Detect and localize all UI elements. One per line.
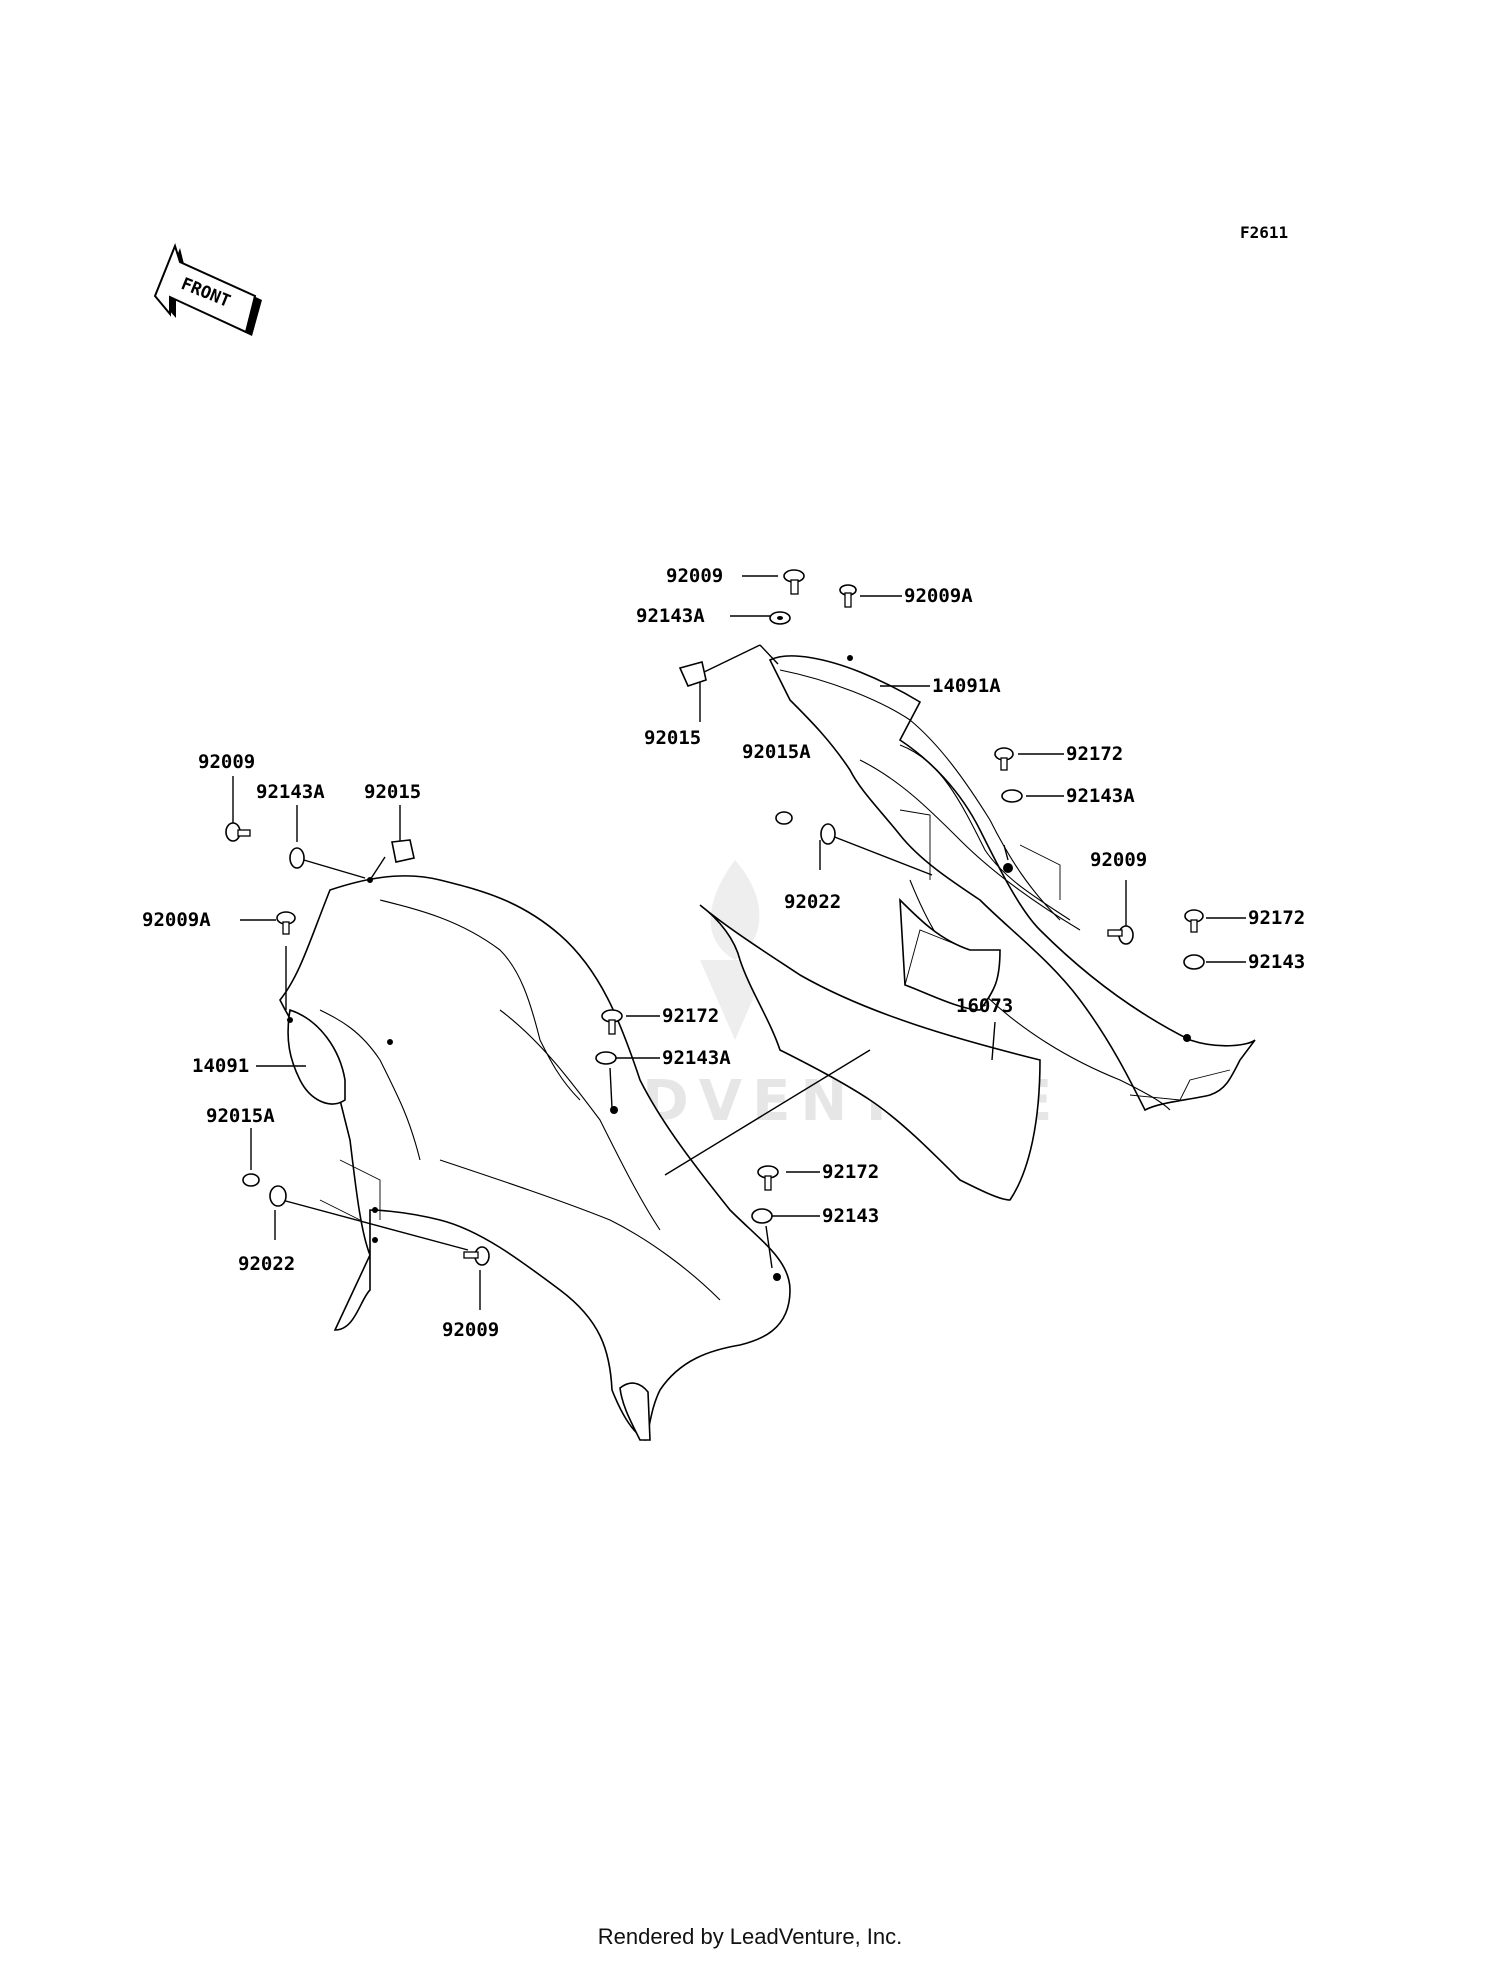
washer-icon [1183,954,1205,970]
part-label: 92172 [1066,743,1123,765]
part-label: 92015 [644,727,701,749]
front-arrow-icon: FRONT [153,243,262,336]
panel-16073 [699,904,1041,1201]
washer-icon [1001,789,1023,803]
part-label: 92009 [666,565,723,587]
washer-icon [595,1051,617,1065]
cover-14091 [279,875,791,1442]
part-label: 14091A [932,675,1001,697]
part-label: 92143 [822,1205,879,1227]
part-label: 92009 [442,1319,499,1341]
screw-icon [1184,909,1204,933]
part-label: 92143 [1248,951,1305,973]
screw-icon [463,1246,490,1266]
part-label: 92009 [198,751,255,773]
part-label: 92009 [1090,849,1147,871]
screw-icon [757,1165,779,1191]
screw-icon [783,569,805,595]
clip-icon [391,839,415,863]
part-label: 92143A [636,605,705,627]
screw-icon [225,822,251,842]
nut-icon [242,1173,260,1187]
washer-icon [289,847,305,869]
part-label: 92172 [1248,907,1305,929]
part-label: 92015 [364,781,421,803]
nut-icon [775,811,793,825]
part-label: 92015A [742,741,811,763]
part-label: 92172 [662,1005,719,1027]
clip-icon [678,661,707,687]
part-label: 92022 [784,891,841,913]
figure-id: F2611 [1240,223,1288,242]
part-label: 16073 [956,995,1013,1017]
part-labels: 92009 92009A 92143A 14091A 92015 92015A … [142,565,1305,1341]
fasteners [225,569,1205,1266]
screw-icon [601,1009,623,1035]
part-label: 92022 [238,1253,295,1275]
part-label: 92009A [904,585,973,607]
part-label: 92009A [142,909,211,931]
screw-icon [994,747,1014,771]
part-label: 92172 [822,1161,879,1183]
part-label: 92143A [662,1047,731,1069]
part-label: 92143A [256,781,325,803]
part-label: 92143A [1066,785,1135,807]
part-label: 92015A [206,1105,275,1127]
screw-icon [839,584,857,608]
washer-icon [769,611,791,625]
screw-icon [276,911,296,935]
washer-icon [751,1208,773,1224]
screw-icon [1107,925,1134,945]
part-label: 14091 [192,1055,249,1077]
footer-credit: Rendered by LeadVenture, Inc. [598,1924,903,1949]
washer-icon [820,823,836,845]
cover-14091A [768,655,1256,1112]
washer-icon [269,1185,287,1207]
leader-lines [232,575,1246,1310]
